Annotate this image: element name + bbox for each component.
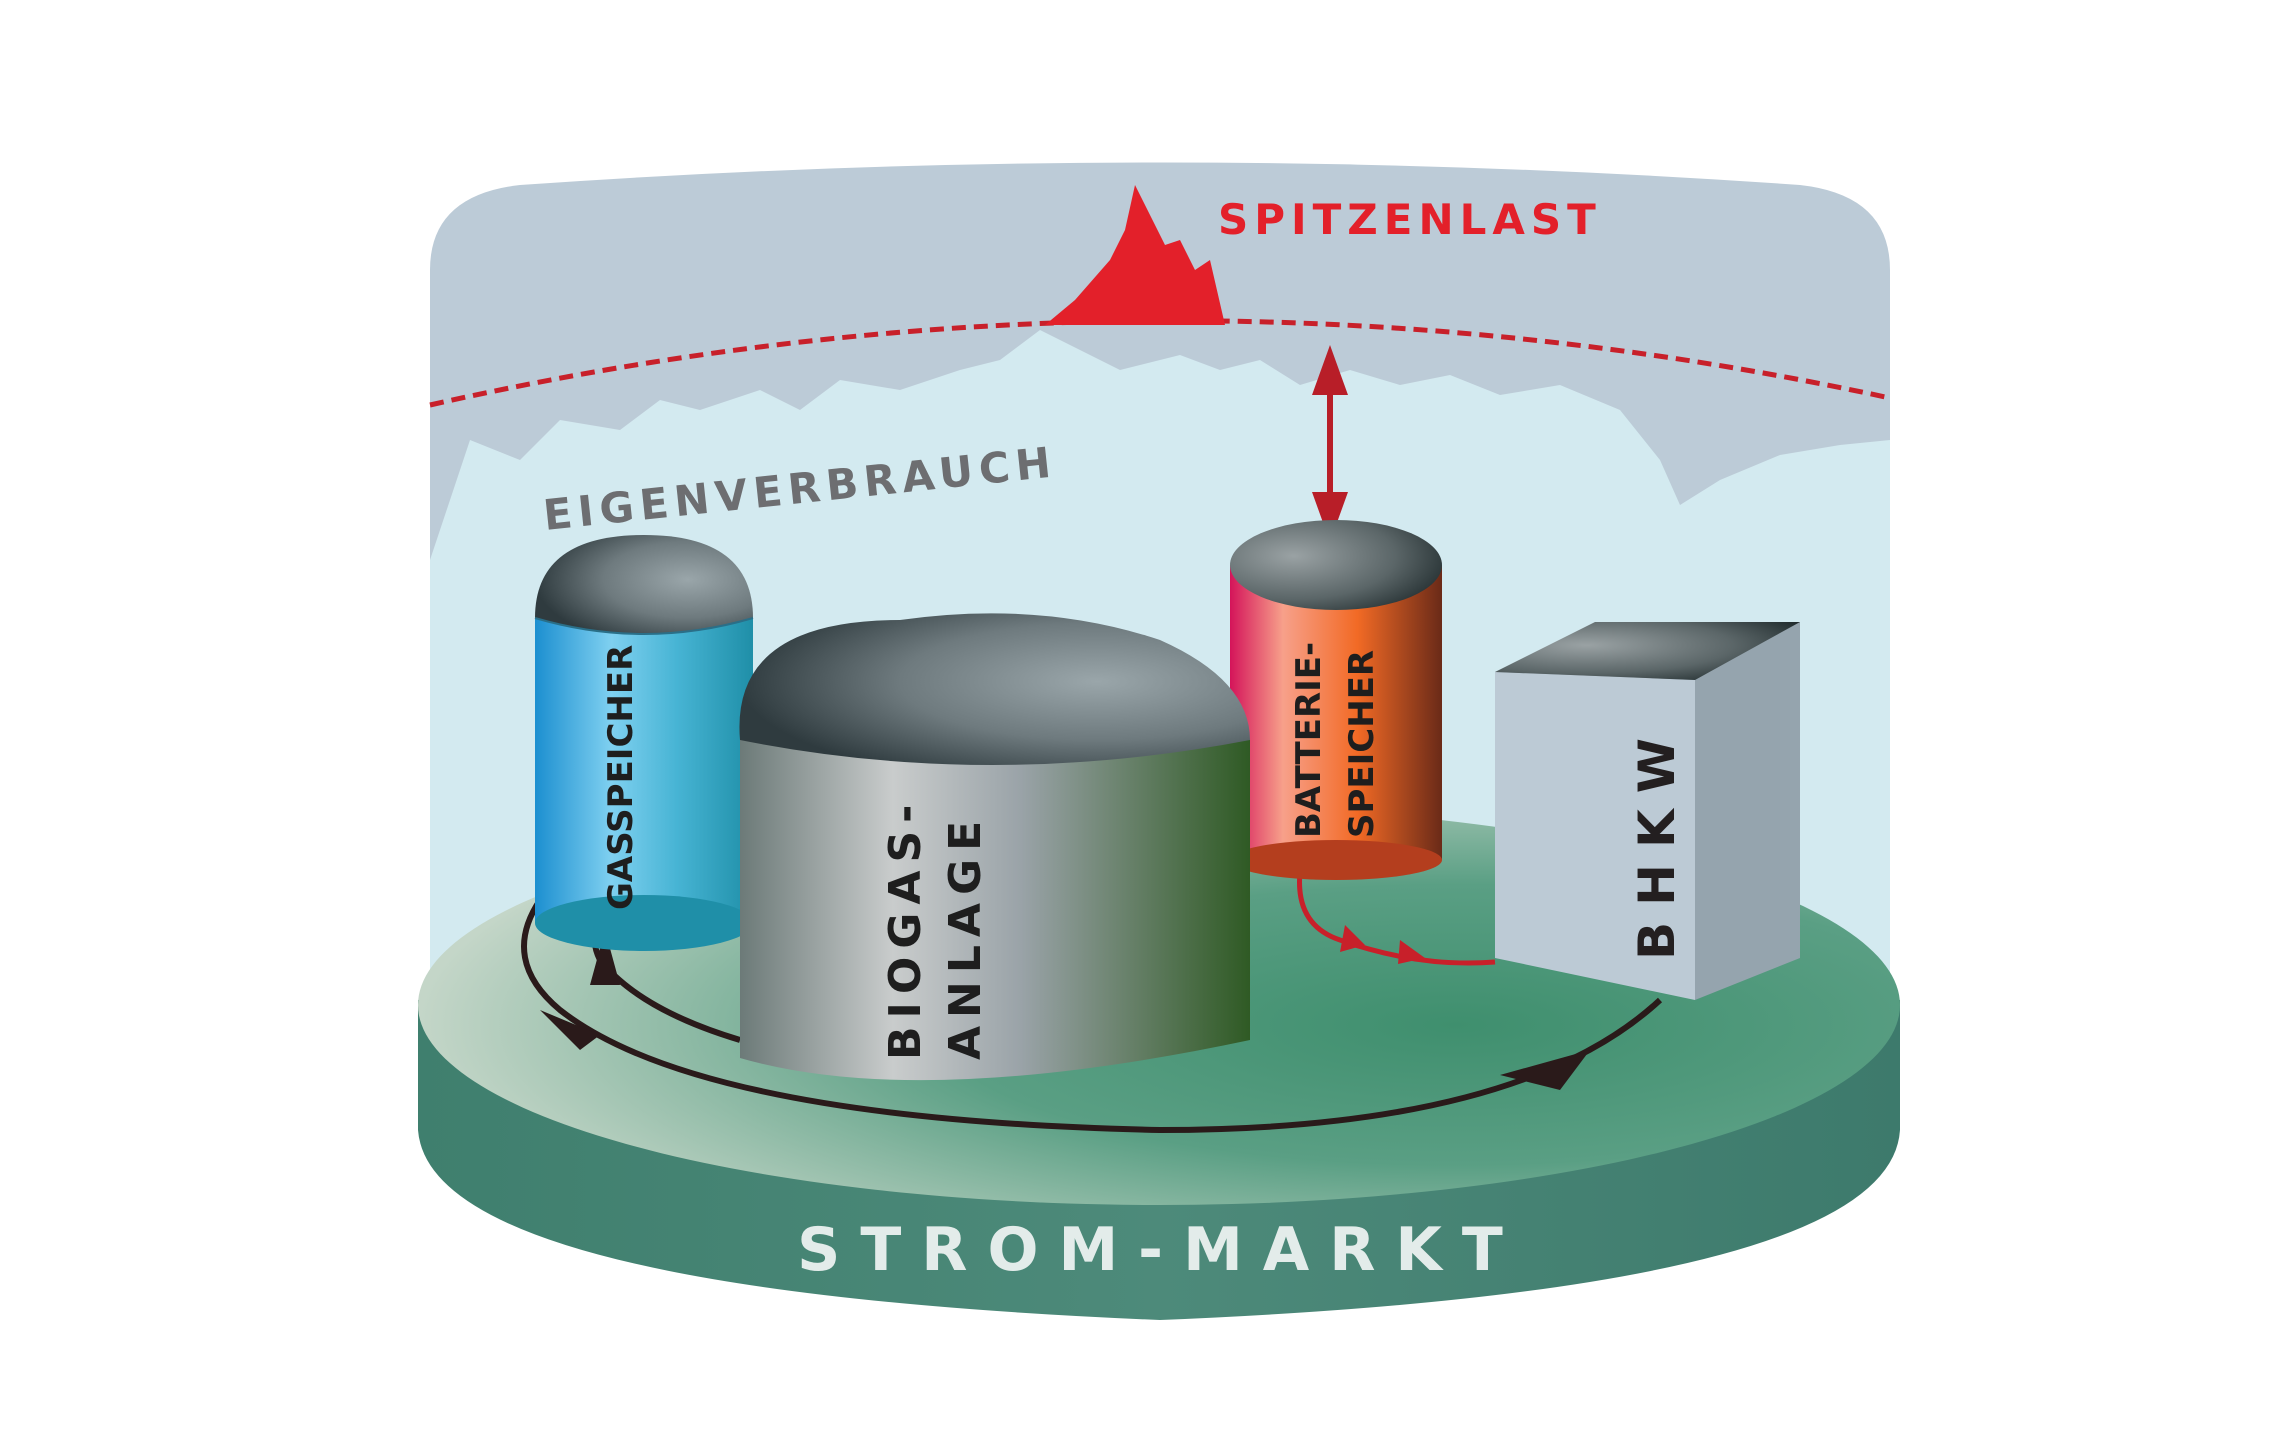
market-label: STROM-MARKT: [797, 1215, 1523, 1285]
biogas-label-line1: BIOGAS-: [880, 797, 931, 1060]
flow-arrowhead-right: [1500, 1050, 1590, 1090]
chp-label: BHKW: [1628, 722, 1686, 960]
peak-load-label: SPITZENLAST: [1218, 195, 1602, 244]
biogas-plant: [739, 613, 1250, 1081]
battery-label-line1: BATTERIE-: [1289, 642, 1329, 838]
peak-shaving-arrow: [1312, 345, 1348, 542]
battery-storage-tank: [1230, 520, 1442, 880]
gas-storage-label: GASSPEICHER: [601, 645, 641, 910]
biogas-label-line2: ANLAGE: [940, 813, 991, 1060]
flow-arrowhead-gas: [590, 930, 620, 985]
flow-arrowhead-left: [540, 1010, 600, 1050]
chp-unit: [1495, 622, 1800, 1000]
peak-spike: [1045, 185, 1225, 325]
gas-storage-tank: [534, 535, 754, 951]
battery-label-line2: SPEICHER: [1342, 650, 1382, 838]
